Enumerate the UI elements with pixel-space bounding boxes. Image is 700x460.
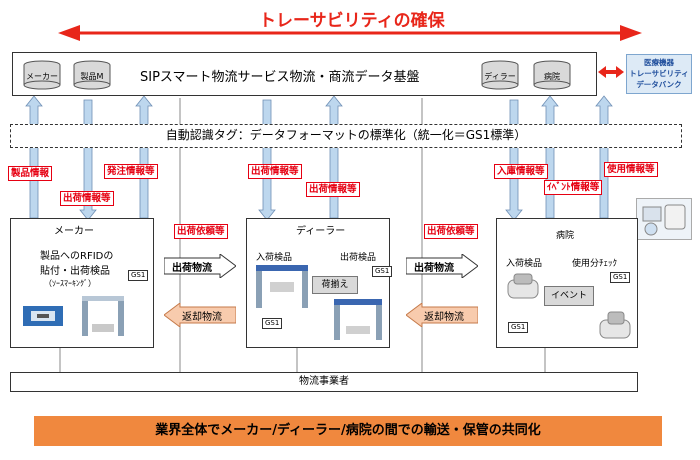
medical-device-image	[636, 198, 692, 240]
hospital-reader-1	[504, 272, 544, 302]
hospital-nyuka: 入荷検品	[506, 259, 543, 269]
hospital-title: 病院	[556, 231, 575, 241]
hospital-gs1-b: GS1	[508, 322, 529, 333]
label-shukka-irai-2: 出荷依頼等	[424, 224, 478, 239]
page-title: トレーサビリティの確保	[259, 11, 445, 31]
label-hacchu-info: 発注情報等	[104, 164, 158, 179]
data-bank: 医療機器 トレーサビリティ データバンク	[626, 54, 692, 94]
db-dealer	[480, 60, 520, 90]
tag-standard-band: 自動認識タグ：データフォーマットの標準化（統一化＝GS1標準）	[10, 124, 682, 148]
flow-shukka-1-label: 出荷物流	[172, 263, 212, 274]
nisoroe-box: 荷揃え	[312, 276, 358, 294]
dealer-shukka: 出荷検品	[340, 253, 377, 263]
hospital-reader-2	[596, 310, 636, 342]
maker-desc-3: （ｿｰｽﾏｰｷﾝｸﾞ）	[44, 279, 96, 288]
maker-gate-image	[78, 294, 128, 338]
flow-shukka-2-label: 出荷物流	[414, 263, 454, 274]
traceability-arrow	[58, 25, 642, 41]
maker-desc-2: 貼付・出荷検品	[40, 266, 110, 277]
flow-shukka-2	[405, 253, 479, 279]
rfid-tag-image	[22, 305, 64, 327]
label-event-info: ｲﾍﾞﾝﾄ情報等	[544, 180, 603, 195]
label-shukka-info-3: 出荷情報等	[306, 182, 360, 197]
label-shukka-info-1: 出荷情報等	[60, 191, 114, 206]
flow-henkyaku-2-label: 返却物流	[424, 312, 464, 323]
dealer-nyuka: 入荷検品	[256, 253, 293, 263]
label-shiyo-info: 使用情報等	[604, 162, 658, 177]
dealer-gs1-a: GS1	[372, 266, 393, 277]
footer-banner: 業界全体でメーカー/ディーラー/病院の間での輸送・保管の共同化	[34, 416, 662, 446]
dealer-gs1-b: GS1	[262, 318, 283, 329]
maker-desc-1: 製品へのRFIDの	[40, 251, 114, 262]
dealer-gate-1	[254, 264, 310, 310]
bank-line-3: データバンク	[636, 80, 682, 89]
db-hospital	[532, 60, 572, 90]
flow-henkyaku-1-label: 返却物流	[182, 312, 222, 323]
to-carrier-lines	[59, 348, 546, 372]
bank-line-1: 医療機器	[644, 58, 674, 67]
bank-line-2: トレーサビリティ	[629, 69, 689, 78]
flow-henkyaku-1	[163, 302, 237, 328]
dealer-title: ディーラー	[296, 226, 346, 237]
maker-gs1: GS1	[128, 270, 149, 281]
db-product-label: 製品M	[80, 72, 104, 81]
db-maker	[22, 60, 62, 90]
bank-link	[598, 66, 624, 78]
label-seihin-info: 製品情報	[8, 166, 53, 181]
hospital-shiyo: 使用分ﾁｪｯｸ	[572, 259, 618, 269]
blue-arrows	[25, 95, 613, 221]
platform-label: SIPスマート物流サービス物流・商流データ基盤	[140, 70, 420, 85]
event-box: イベント	[544, 286, 594, 306]
label-shukka-irai-1: 出荷依頼等	[174, 224, 228, 239]
dealer-gate-2	[332, 298, 384, 342]
db-maker-label: メーカー	[26, 72, 58, 81]
maker-title: メーカー	[54, 226, 94, 237]
label-shukka-info-2: 出荷情報等	[248, 164, 302, 179]
flow-shukka-1	[163, 253, 237, 279]
label-nyuko-info: 入庫情報等	[494, 164, 548, 179]
carrier-bar: 物流事業者	[10, 372, 638, 392]
db-product	[72, 60, 112, 90]
hospital-gs1-a: GS1	[610, 272, 631, 283]
db-hospital-label: 病院	[544, 72, 560, 81]
db-dealer-label: ディラー	[484, 72, 516, 81]
flow-henkyaku-2	[405, 302, 479, 328]
